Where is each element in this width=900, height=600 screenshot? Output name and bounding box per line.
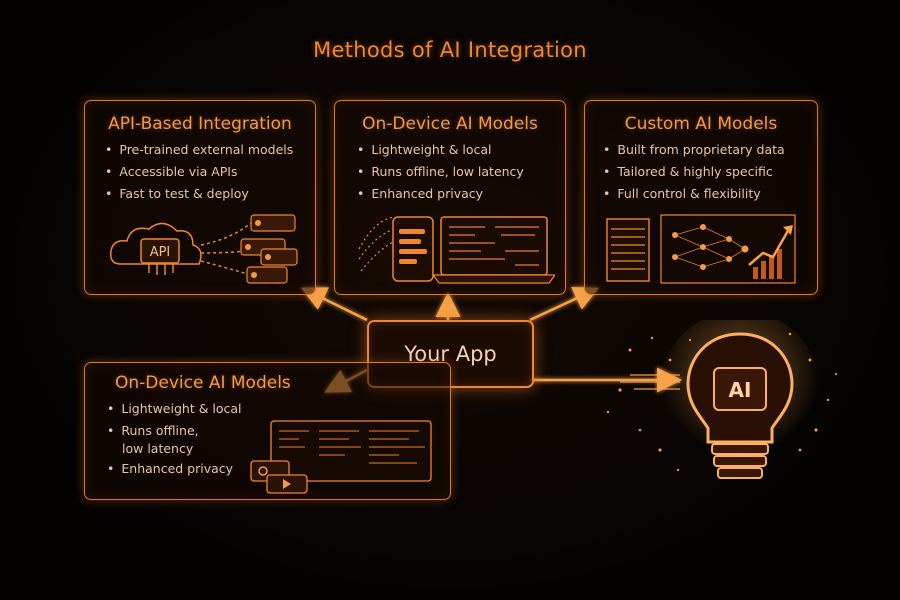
- card-custom-ai-models: Custom AI Models •Built from proprietary…: [584, 100, 818, 295]
- list-item: •Accessible via APIs: [105, 164, 238, 179]
- card-api-based-integration: API-Based Integration •Pre-trained exter…: [84, 100, 316, 295]
- list-item: low latency: [122, 441, 194, 456]
- list-item: •Runs offline,: [107, 423, 199, 438]
- list-item: •Lightweight & local: [107, 401, 242, 416]
- list-item: •Fast to test & deploy: [105, 186, 249, 201]
- server-neural-net-illustration: [606, 214, 796, 284]
- ai-lightbulb-illustration: AI: [606, 320, 838, 479]
- ai-bulb-label: AI: [729, 378, 752, 402]
- api-cloud-illustration: API: [109, 214, 298, 284]
- card-title: On-Device AI Models: [115, 373, 291, 393]
- bullet-list: •Lightweight & local •Runs offline, low …: [107, 398, 242, 480]
- list-item: •Enhanced privacy: [107, 461, 234, 476]
- card-title: On-Device AI Models: [362, 114, 538, 134]
- card-on-device-ai-models-bottom: On-Device AI Models •Lightweight & local…: [84, 362, 451, 500]
- list-item: •Tailored & highly specific: [603, 164, 773, 179]
- card-title: Custom AI Models: [624, 114, 778, 134]
- card-on-device-ai-models: On-Device AI Models •Lightweight & local…: [334, 100, 566, 295]
- code-screen-illustration: [250, 420, 432, 494]
- card-title: API-Based Integration: [108, 114, 292, 134]
- bullet-list: •Lightweight & local •Runs offline, low …: [357, 139, 524, 205]
- laptop-phone-illustration: [358, 216, 555, 284]
- api-label: API: [150, 245, 171, 260]
- bullet-list: •Pre-trained external models •Accessible…: [105, 139, 293, 205]
- list-item: •Full control & flexibility: [603, 186, 761, 201]
- list-item: •Lightweight & local: [357, 142, 492, 157]
- arrow-to-api-card: [301, 287, 368, 322]
- list-item: •Enhanced privacy: [357, 186, 484, 201]
- list-item: •Pre-trained external models: [105, 142, 294, 157]
- diagram-title: Methods of AI Integration: [313, 38, 587, 62]
- bullet-list: •Built from proprietary data •Tailored &…: [603, 139, 785, 205]
- list-item: •Built from proprietary data: [603, 142, 785, 157]
- arrow-to-custom-card: [529, 287, 600, 322]
- list-item: •Runs offline, low latency: [357, 164, 524, 179]
